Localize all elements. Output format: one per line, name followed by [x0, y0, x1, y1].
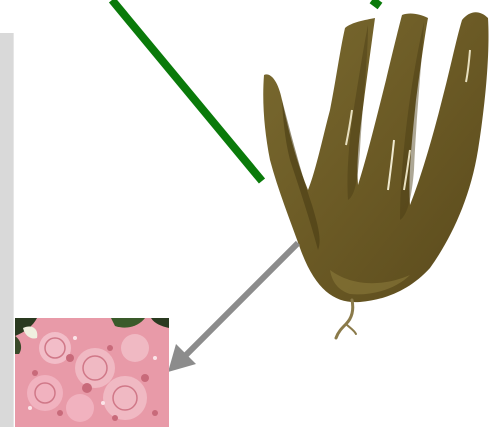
green-arrow-fragment: [372, 0, 380, 6]
gray-arrow: [168, 243, 298, 372]
green-arrow-line: [112, 0, 262, 181]
pink-organism-photo: [15, 318, 169, 427]
kelp-icon: [263, 12, 488, 338]
